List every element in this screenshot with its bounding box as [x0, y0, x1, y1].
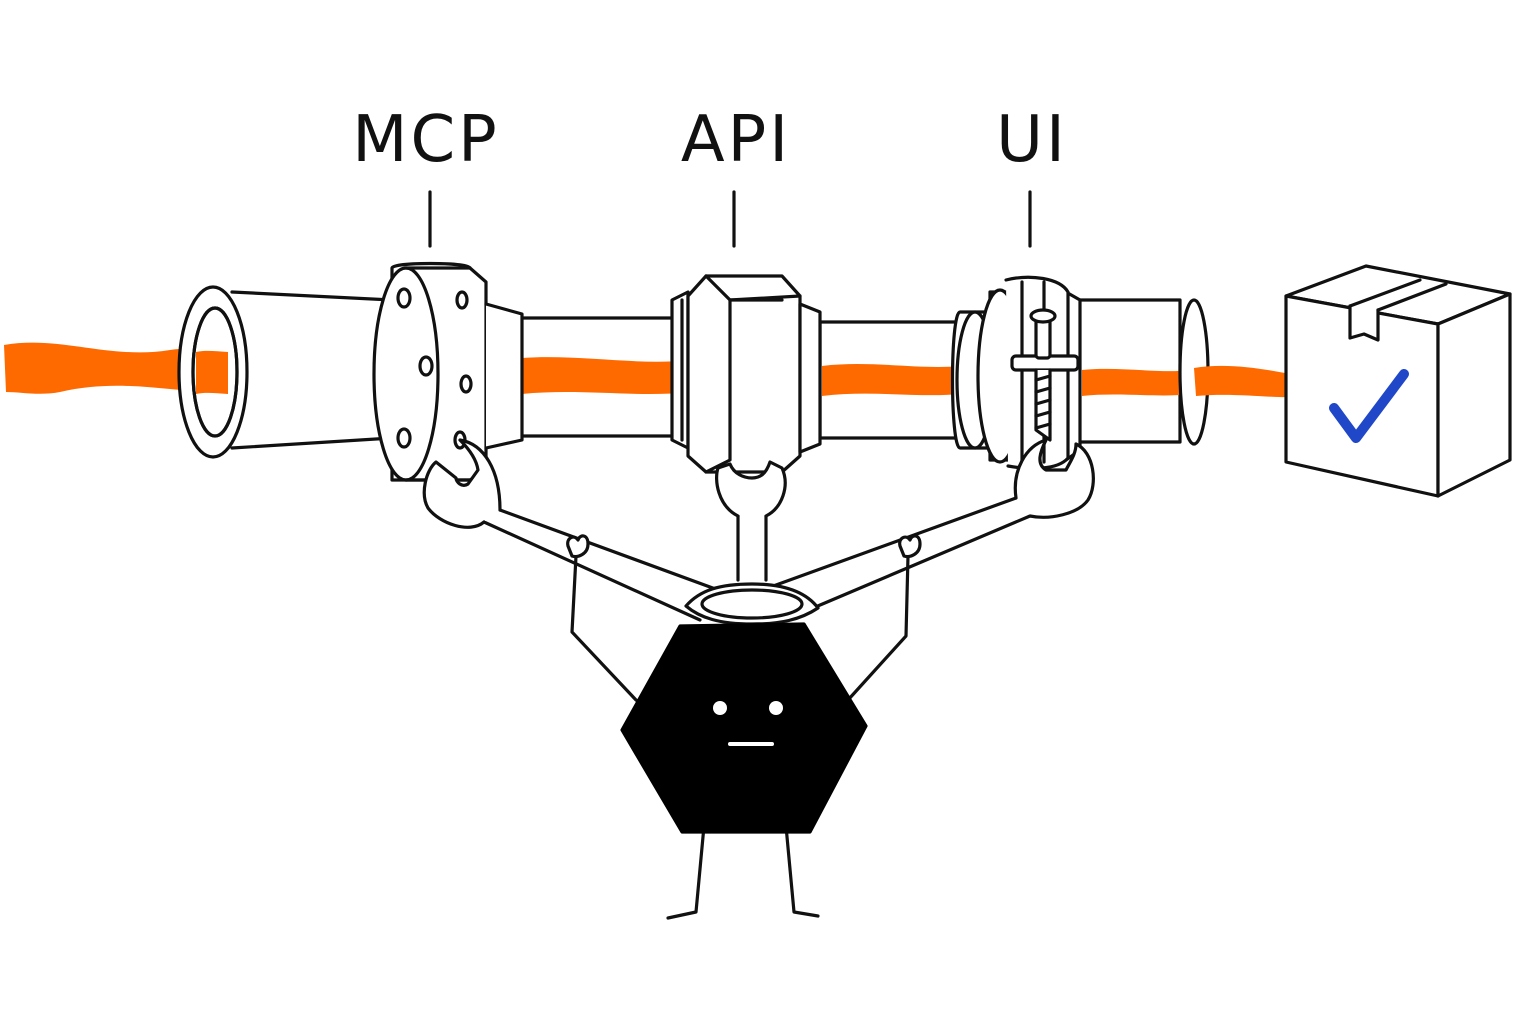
- mascot-legs: [666, 824, 820, 920]
- flow-inside-pipe: [522, 357, 1190, 396]
- pipe-inlet: [177, 285, 249, 459]
- checkmark-icon: [1329, 369, 1409, 443]
- label-api: API: [680, 103, 792, 177]
- box-icon: [1284, 264, 1512, 498]
- flange-icon: [372, 261, 524, 482]
- mascot-eye-right: [769, 701, 783, 715]
- hexagon-mascot-icon: [620, 622, 868, 834]
- label-ui: UI: [996, 103, 1068, 177]
- mascot-arms: [566, 534, 922, 702]
- label-mcp: MCP: [352, 103, 500, 177]
- pipe-outlet: [1178, 298, 1312, 446]
- pipe-segment-1: [230, 290, 394, 450]
- wrench-icon: [422, 438, 1095, 626]
- mascot-eye-left: [713, 701, 727, 715]
- hex-nut-icon: [670, 274, 822, 474]
- hose-clamp-icon: [950, 275, 1082, 470]
- flow-stream-left: [4, 342, 215, 394]
